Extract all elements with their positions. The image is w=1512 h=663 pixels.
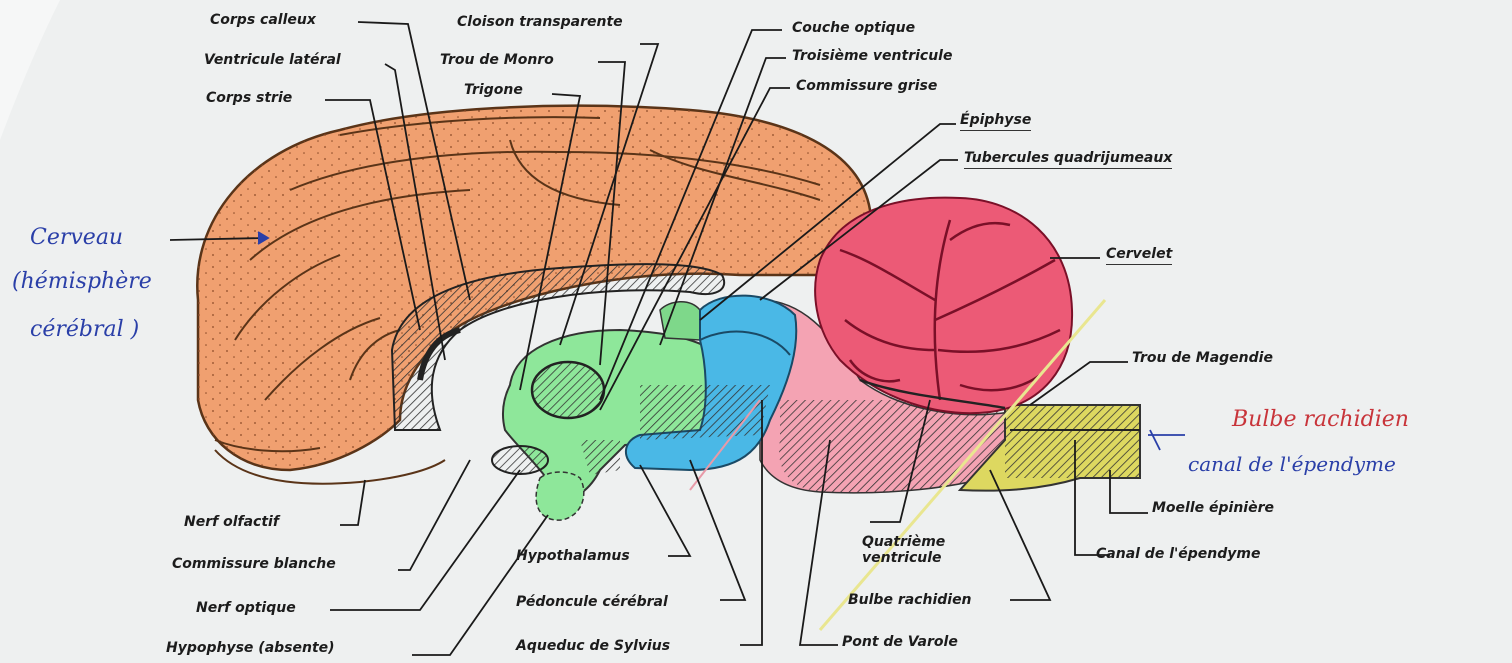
label-commissure-grise: Commissure grise	[796, 78, 937, 94]
handwritten-hemisphere-line2: cérébral )	[30, 318, 139, 342]
label-trigone: Trigone	[464, 82, 523, 98]
label-moelle-epiniere: Moelle épinière	[1152, 500, 1274, 516]
label-troisieme-ventricule: Troisième ventricule	[792, 48, 952, 64]
label-hypothalamus: Hypothalamus	[516, 548, 630, 564]
label-couche-optique: Couche optique	[792, 20, 915, 36]
handwritten-bulbe-rachidien: Bulbe rachidien	[1232, 408, 1409, 432]
label-quatrieme-line1: Quatrième	[862, 534, 945, 550]
handwritten-canal-ependyme: canal de l'épendyme	[1188, 452, 1396, 476]
handwritten-hemisphere-line1: (hémisphère	[12, 270, 152, 294]
label-corps-calleux: Corps calleux	[210, 12, 316, 28]
label-epiphyse: Épiphyse	[960, 112, 1031, 131]
label-canal-de-l-ependyme: Canal de l'épendyme	[1096, 546, 1261, 562]
label-hypophyse: Hypophyse (absente)	[166, 640, 335, 656]
label-cloison-transparente: Cloison transparente	[457, 14, 623, 30]
handwritten-cerveau: Cerveau	[30, 226, 123, 250]
label-pedoncule-cerebral: Pédoncule cérébral	[516, 594, 668, 610]
nerf-olfactif-shape	[492, 446, 548, 474]
label-aqueduc-de-sylvius: Aqueduc de Sylvius	[516, 638, 670, 654]
label-bulbe-rachidien: Bulbe rachidien	[848, 592, 972, 608]
label-trou-de-magendie: Trou de Magendie	[1132, 350, 1273, 366]
label-corps-strie: Corps strie	[206, 90, 292, 106]
label-tubercules-quadrijumeaux: Tubercules quadrijumeaux	[964, 150, 1172, 169]
label-quatrieme-ventricule: Quatrième ventricule	[862, 534, 945, 566]
label-nerf-olfactif: Nerf olfactif	[184, 514, 279, 530]
label-cervelet: Cervelet	[1106, 246, 1172, 265]
label-trou-de-monro: Trou de Monro	[440, 52, 554, 68]
label-nerf-optique: Nerf optique	[196, 600, 296, 616]
label-ventricule-lateral: Ventricule latéral	[204, 52, 341, 68]
label-quatrieme-line2: ventricule	[862, 550, 945, 566]
label-pont-de-varole: Pont de Varole	[842, 634, 958, 650]
label-commissure-blanche: Commissure blanche	[172, 556, 336, 572]
